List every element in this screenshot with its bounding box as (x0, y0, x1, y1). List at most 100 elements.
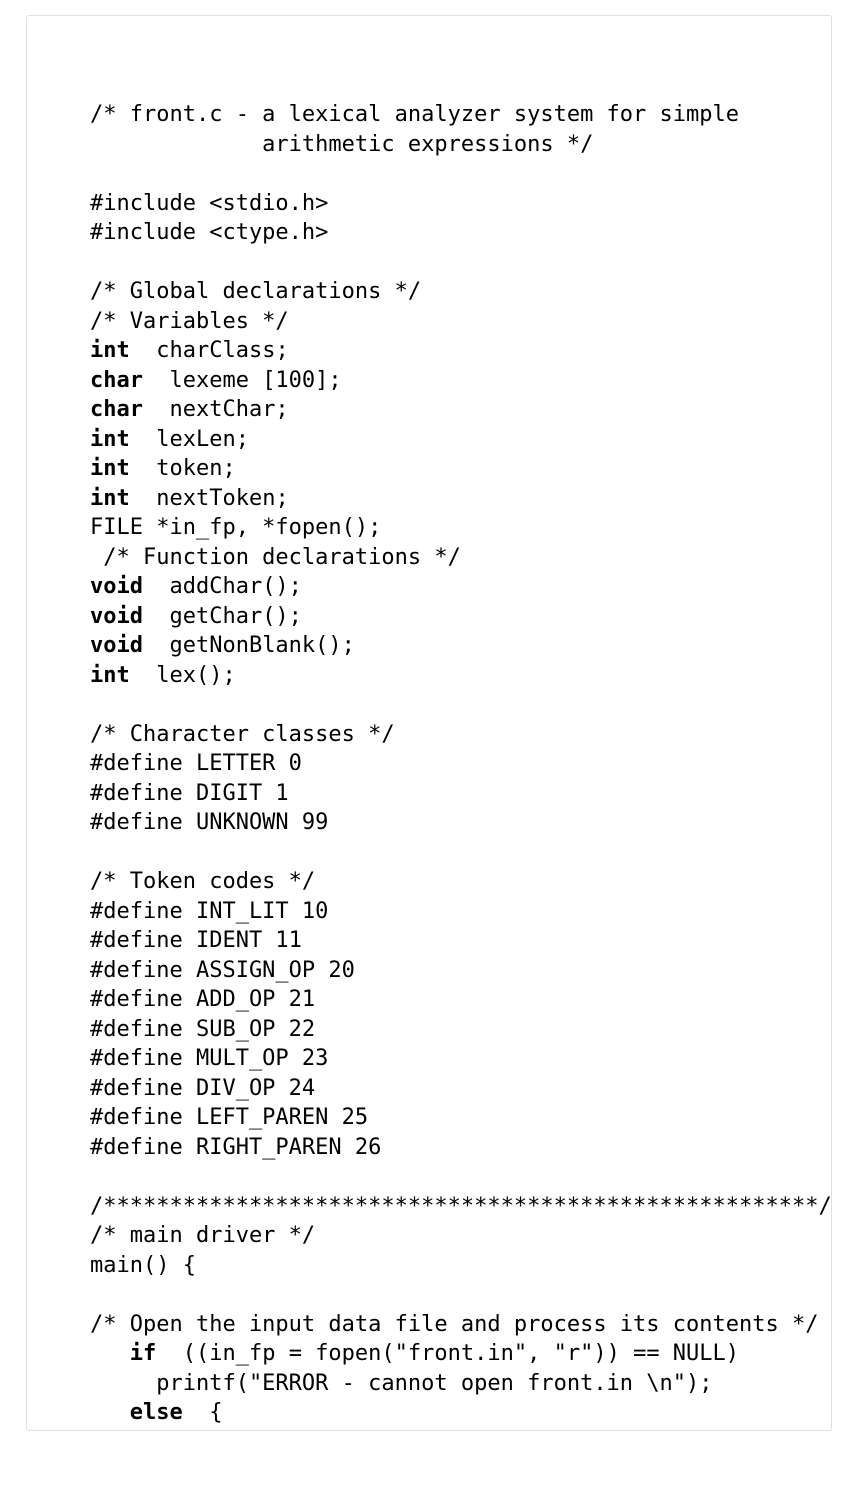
code-keyword: else (129, 1400, 183, 1425)
code-text: #define DIV_OP 24 (90, 1075, 316, 1101)
code-text: /* Character classes */ (90, 721, 395, 747)
code-line: /* main driver */ (90, 1221, 831, 1251)
code-line: #define LEFT_PAREN 25 (90, 1103, 831, 1133)
code-keyword: void (90, 633, 143, 658)
code-line: #define DIV_OP 24 (90, 1074, 831, 1104)
code-line: /* Global declarations */ (90, 277, 831, 307)
code-text: #define SUB_OP 22 (90, 1016, 316, 1042)
code-line: int lexLen; (90, 425, 831, 455)
code-text: lex(); (129, 662, 236, 688)
code-line: /* Token codes */ (90, 867, 831, 897)
code-line: #define MULT_OP 23 (90, 1044, 831, 1074)
code-line: /* Open the input data file and process … (90, 1310, 831, 1340)
code-line: else { (90, 1398, 831, 1428)
code-line: printf("ERROR - cannot open front.in \n"… (90, 1369, 831, 1399)
code-line: void addChar(); (90, 572, 831, 602)
code-text: #define IDENT 11 (90, 928, 302, 953)
code-text: /* front.c - a lexical analyzer system f… (90, 102, 740, 127)
code-text: #define RIGHT_PAREN 26 (90, 1134, 382, 1160)
code-line: #define ASSIGN_OP 20 (90, 956, 831, 986)
code-line: int lex(); (90, 661, 831, 691)
code-text: printf("ERROR - cannot open front.in \n"… (90, 1370, 713, 1396)
code-line: arithmetic expressions */ (90, 130, 831, 160)
code-keyword: char (90, 397, 143, 422)
code-text: #define LEFT_PAREN 25 (90, 1105, 369, 1130)
code-line: #define DIGIT 1 (90, 779, 831, 809)
code-card: /* front.c - a lexical analyzer system f… (26, 15, 832, 1431)
code-text: /* Global declarations */ (90, 279, 422, 304)
code-text: lexeme [100]; (142, 367, 342, 393)
code-line: #include <stdio.h> (90, 189, 831, 219)
code-line: char nextChar; (90, 395, 831, 425)
code-text: /* Token codes */ (90, 869, 316, 894)
code-text (90, 1400, 130, 1425)
code-line: #include <ctype.h> (90, 218, 831, 248)
code-text: /* main driver */ (90, 1223, 316, 1248)
code-listing: /* front.c - a lexical analyzer system f… (27, 16, 831, 1428)
code-text: FILE *in_fp, *fopen(); (90, 515, 382, 540)
code-text: nextToken; (129, 485, 289, 511)
code-keyword: int (90, 485, 130, 511)
code-line (90, 1162, 831, 1192)
code-keyword: if (129, 1341, 157, 1366)
code-text: token; (129, 456, 236, 481)
code-line: #define SUB_OP 22 (90, 1015, 831, 1045)
code-text: #define MULT_OP 23 (90, 1046, 329, 1071)
code-keyword: char (90, 367, 143, 393)
code-line: void getNonBlank(); (90, 631, 831, 661)
code-text: { (182, 1400, 223, 1425)
code-text: charClass; (129, 338, 289, 363)
code-text: #define LETTER 0 (90, 751, 302, 776)
code-text: getNonBlank(); (142, 633, 355, 658)
code-text: #define ASSIGN_OP 20 (90, 957, 355, 983)
code-line: /* Character classes */ (90, 720, 831, 750)
code-line: /* Variables */ (90, 307, 831, 337)
code-line: main() { (90, 1251, 831, 1281)
code-line: int token; (90, 454, 831, 484)
code-line: /* front.c - a lexical analyzer system f… (90, 100, 831, 130)
code-text: #define UNKNOWN 99 (90, 810, 329, 835)
code-text: getChar(); (142, 603, 302, 629)
code-keyword: int (90, 338, 130, 363)
code-text: #include <stdio.h> (90, 190, 329, 216)
code-line (90, 159, 831, 189)
code-line: if ((in_fp = fopen("front.in", "r")) == … (90, 1339, 831, 1369)
code-line: void getChar(); (90, 602, 831, 632)
code-line (90, 1280, 831, 1310)
code-line: int nextToken; (90, 484, 831, 514)
code-text: main() { (90, 1252, 196, 1278)
code-line (90, 248, 831, 278)
code-line: #define LETTER 0 (90, 749, 831, 779)
code-line: char lexeme [100]; (90, 366, 831, 396)
code-keyword: int (90, 662, 130, 688)
code-line: FILE *in_fp, *fopen(); (90, 513, 831, 543)
code-keyword: void (90, 603, 143, 629)
code-text: #include <ctype.h> (90, 220, 329, 245)
code-line: #define UNKNOWN 99 (90, 808, 831, 838)
code-keyword: int (90, 456, 130, 481)
code-text: #define DIGIT 1 (90, 780, 289, 806)
code-text: /* Variables */ (90, 308, 289, 334)
code-line: /* Function declarations */ (90, 543, 831, 573)
code-line: #define INT_LIT 10 (90, 897, 831, 927)
code-text: lexLen; (129, 426, 249, 452)
code-line (90, 690, 831, 720)
code-line: #define ADD_OP 21 (90, 985, 831, 1015)
code-line (90, 838, 831, 868)
code-text: #define INT_LIT 10 (90, 898, 329, 924)
code-text: addChar(); (142, 574, 302, 599)
code-text: /***************************************… (90, 1193, 832, 1219)
code-text: arithmetic expressions */ (90, 131, 594, 157)
code-line: /***************************************… (90, 1192, 831, 1222)
code-keyword: void (90, 574, 143, 599)
code-text: /* Function declarations */ (90, 544, 461, 570)
code-keyword: int (90, 426, 130, 452)
code-text: nextChar; (142, 397, 289, 422)
code-text: ((in_fp = fopen("front.in", "r")) == NUL… (156, 1341, 740, 1366)
code-text: /* Open the input data file and process … (90, 1311, 819, 1337)
code-text (90, 1341, 130, 1366)
code-line: int charClass; (90, 336, 831, 366)
code-text: #define ADD_OP 21 (90, 987, 316, 1012)
code-line: #define IDENT 11 (90, 926, 831, 956)
code-line: #define RIGHT_PAREN 26 (90, 1133, 831, 1163)
